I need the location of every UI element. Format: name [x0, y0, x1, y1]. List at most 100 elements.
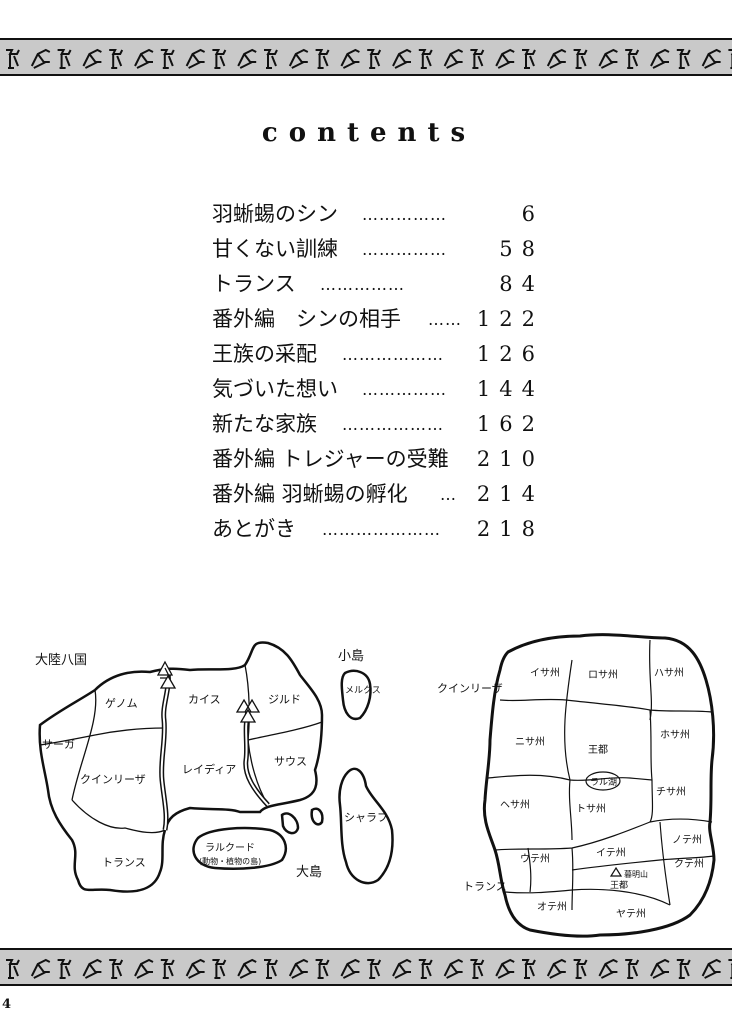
bird-motif: [30, 48, 51, 69]
bird-motif: [522, 49, 536, 69]
toc-entry-leader: ……………: [362, 240, 447, 259]
bird-motif: [82, 958, 102, 979]
capital-south-label: 王都: [610, 880, 628, 891]
bird-motif: [57, 49, 72, 69]
bird-motif: [495, 958, 515, 979]
bird-motif: [237, 958, 257, 979]
region-quinriza: クインリーザ: [80, 773, 146, 786]
bird-motif: [185, 958, 206, 979]
bird-motif: [676, 959, 691, 979]
state-hasa: ハサ州: [654, 667, 684, 679]
bird-motif: [82, 48, 102, 69]
toc-entry[interactable]: 王族の采配………………126: [212, 337, 552, 372]
bird-motif: [470, 959, 485, 979]
bird-motif: [264, 49, 278, 69]
toc-entry-leader: …: [440, 485, 457, 504]
bird-motif: [367, 49, 382, 69]
toc-entry-leader: …………………: [322, 520, 441, 539]
state-ute: ウテ州: [520, 853, 550, 865]
region-jirudo: ジルド: [268, 693, 301, 706]
page-number: 4: [2, 997, 12, 1012]
toc-entry-page: 84: [499, 272, 544, 296]
mountain-label: 暮明山: [624, 869, 648, 879]
world-maps: 大陸八国 小島 大島 ゲノム カイス ジルド サーガ クインリーザ レイディア …: [35, 633, 716, 938]
island-ralcourt-note: (動物・植物の島): [199, 856, 261, 866]
region-reidia: レイディア: [182, 762, 236, 776]
bird-motif: [160, 959, 175, 979]
bird-motif: [522, 959, 536, 979]
toc-entry[interactable]: 気づいた想い……………144: [212, 372, 552, 407]
bird-motif: [185, 48, 206, 69]
decorative-border-bottom: [0, 948, 732, 986]
toc-entry-page: 6: [521, 202, 544, 226]
big-island-label: 大島: [296, 865, 322, 880]
bird-motif: [625, 959, 640, 979]
state-ote: オテ州: [537, 901, 567, 913]
toc-entry-leader: ……………: [320, 275, 405, 294]
decorative-border-top: [0, 38, 732, 76]
bird-motif: [573, 959, 588, 979]
toc-entry[interactable]: 甘くない訓練 …………… 58: [212, 232, 552, 267]
page-title: contents: [261, 118, 477, 148]
bird-motif: [573, 49, 588, 69]
bird-motif: [109, 959, 124, 979]
toc-entry-page: 214: [476, 482, 544, 506]
toc-entry-page: 210: [476, 447, 544, 471]
toc-entry-title: 甘くない訓練: [212, 237, 338, 261]
bird-motif: [212, 49, 227, 69]
state-borders: [487, 639, 715, 911]
bird-motif: [57, 959, 72, 979]
state-ite: イテ州: [596, 847, 626, 859]
bird-motif: [6, 49, 20, 69]
state-tosa: トサ州: [576, 803, 606, 815]
toc-entry-leader: ……………: [362, 380, 447, 399]
toc-entry[interactable]: 羽蜥蜴のシン……………6: [212, 197, 552, 232]
state-chisa: チサ州: [656, 786, 686, 798]
bird-motif: [340, 48, 360, 69]
toc-entry-title: 番外編 シンの相手: [212, 307, 401, 331]
bird-motif: [418, 49, 433, 69]
toc-entry-title: あとがき: [212, 517, 296, 541]
toc-entry-page: 58: [499, 237, 544, 261]
island-merkus: メルクス: [345, 685, 381, 696]
bird-motif: [367, 959, 382, 979]
state-hosa: ホサ州: [660, 729, 690, 741]
mountain-icon: [239, 708, 257, 723]
toc-entry[interactable]: 新たな家族………………162: [212, 407, 552, 442]
toc-entry[interactable]: トランス……………84: [212, 267, 552, 302]
region-transu: トランス: [102, 856, 146, 869]
bird-motif: [443, 958, 464, 979]
bird-motif: [418, 959, 433, 979]
lake-ral: [585, 771, 621, 791]
toc-entry-leader: ……………: [362, 205, 447, 224]
toc-entry-title: 番外編 トレジャーの受難: [212, 447, 449, 471]
toc-entry[interactable]: あとがき ………………… 218: [212, 512, 552, 547]
toc-entry[interactable]: 番外編 羽蜥蜴の孵化…214: [212, 477, 552, 512]
toc-entry-page: 218: [476, 517, 544, 541]
bird-motif: [598, 958, 618, 979]
bird-motif: [701, 48, 722, 69]
rivers-inner: [160, 671, 269, 831]
bird-motif: [470, 49, 485, 69]
bird-motif: [701, 958, 722, 979]
toc-entry-page: 126: [476, 342, 544, 366]
bird-motif: [315, 49, 330, 69]
bird-motif: [650, 958, 670, 979]
bird-motif: [315, 959, 330, 979]
bird-motif: [264, 959, 278, 979]
region-kaisu: カイス: [188, 693, 221, 706]
lake-label: ラル湖: [590, 777, 617, 788]
toc-entry-leader: ………………: [342, 345, 444, 364]
bird-motif: [443, 48, 464, 69]
toc-entry[interactable]: 番外編 トレジャーの受難 210: [212, 442, 552, 477]
toc-entry[interactable]: 番外編 シンの相手……122: [212, 302, 552, 337]
bird-motif: [6, 959, 20, 979]
bird-motif: [288, 958, 309, 979]
state-kute: クテ州: [674, 858, 704, 870]
state-rosa: ロサ州: [588, 669, 618, 681]
region-saga: サーガ: [42, 738, 75, 751]
bird-motif: [30, 958, 51, 979]
bird-motif: [134, 48, 154, 69]
bird-motif: [134, 958, 154, 979]
bird-motif: [625, 49, 640, 69]
